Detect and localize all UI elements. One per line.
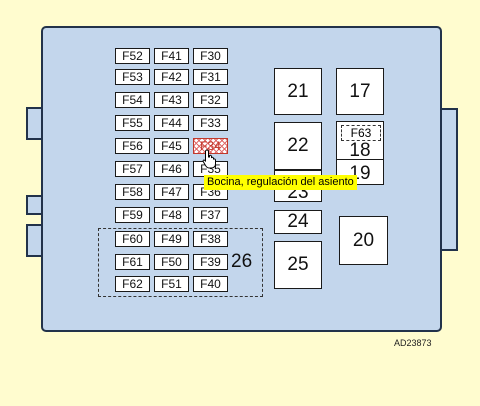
fuse-f47[interactable]: F47 <box>154 184 189 200</box>
relay-22[interactable]: 22 <box>274 122 322 170</box>
fuse-f60[interactable]: F60 <box>115 231 150 247</box>
fuse-f54[interactable]: F54 <box>115 92 150 108</box>
relay-24[interactable]: 24 <box>274 210 322 234</box>
fuse-f63[interactable]: F63 <box>341 125 381 141</box>
fuse-f38[interactable]: F38 <box>193 231 228 247</box>
fuse-f41[interactable]: F41 <box>154 48 189 64</box>
fuse-f42[interactable]: F42 <box>154 69 189 85</box>
figure-code: AD23873 <box>394 338 432 348</box>
fuse-f57[interactable]: F57 <box>115 161 150 177</box>
fuse-f62[interactable]: F62 <box>115 276 150 292</box>
fuse-f59[interactable]: F59 <box>115 207 150 223</box>
fuse-f48[interactable]: F48 <box>154 207 189 223</box>
relay-25[interactable]: 25 <box>274 241 322 289</box>
connector-tab-right <box>440 108 458 251</box>
fuse-f30[interactable]: F30 <box>193 48 228 64</box>
fuse-f46[interactable]: F46 <box>154 161 189 177</box>
fuse-f52[interactable]: F52 <box>115 48 150 64</box>
fuse-group-26-outline <box>98 228 263 297</box>
hand-cursor-icon <box>202 149 216 169</box>
fuse-f61[interactable]: F61 <box>115 254 150 270</box>
fuse-f58[interactable]: F58 <box>115 184 150 200</box>
relay-18-19-divider <box>337 159 383 160</box>
relay-26-label: 26 <box>231 251 253 272</box>
fuse-f37[interactable]: F37 <box>193 207 228 223</box>
fuse-f45[interactable]: F45 <box>154 138 189 154</box>
fuse-f56[interactable]: F56 <box>115 138 150 154</box>
fuse-f31[interactable]: F31 <box>193 69 228 85</box>
fuse-f33[interactable]: F33 <box>193 115 228 131</box>
fuse-f34-highlighted[interactable]: F34 <box>193 138 228 154</box>
relay-20[interactable]: 20 <box>339 216 388 265</box>
relay-17[interactable]: 17 <box>336 68 384 115</box>
fuse-f53[interactable]: F53 <box>115 69 150 85</box>
relay-21[interactable]: 21 <box>274 68 322 115</box>
relay-18[interactable]: 18 <box>349 140 371 161</box>
fuse-f50[interactable]: F50 <box>154 254 189 270</box>
fuse-f44[interactable]: F44 <box>154 115 189 131</box>
fuse-f43[interactable]: F43 <box>154 92 189 108</box>
fuse-f55[interactable]: F55 <box>115 115 150 131</box>
fuse-f49[interactable]: F49 <box>154 231 189 247</box>
fuse-f32[interactable]: F32 <box>193 92 228 108</box>
fuse-tooltip: Bocina, regulación del asiento <box>204 175 357 190</box>
fuse-f51[interactable]: F51 <box>154 276 189 292</box>
fuse-f40[interactable]: F40 <box>193 276 228 292</box>
fuse-f39[interactable]: F39 <box>193 254 228 270</box>
